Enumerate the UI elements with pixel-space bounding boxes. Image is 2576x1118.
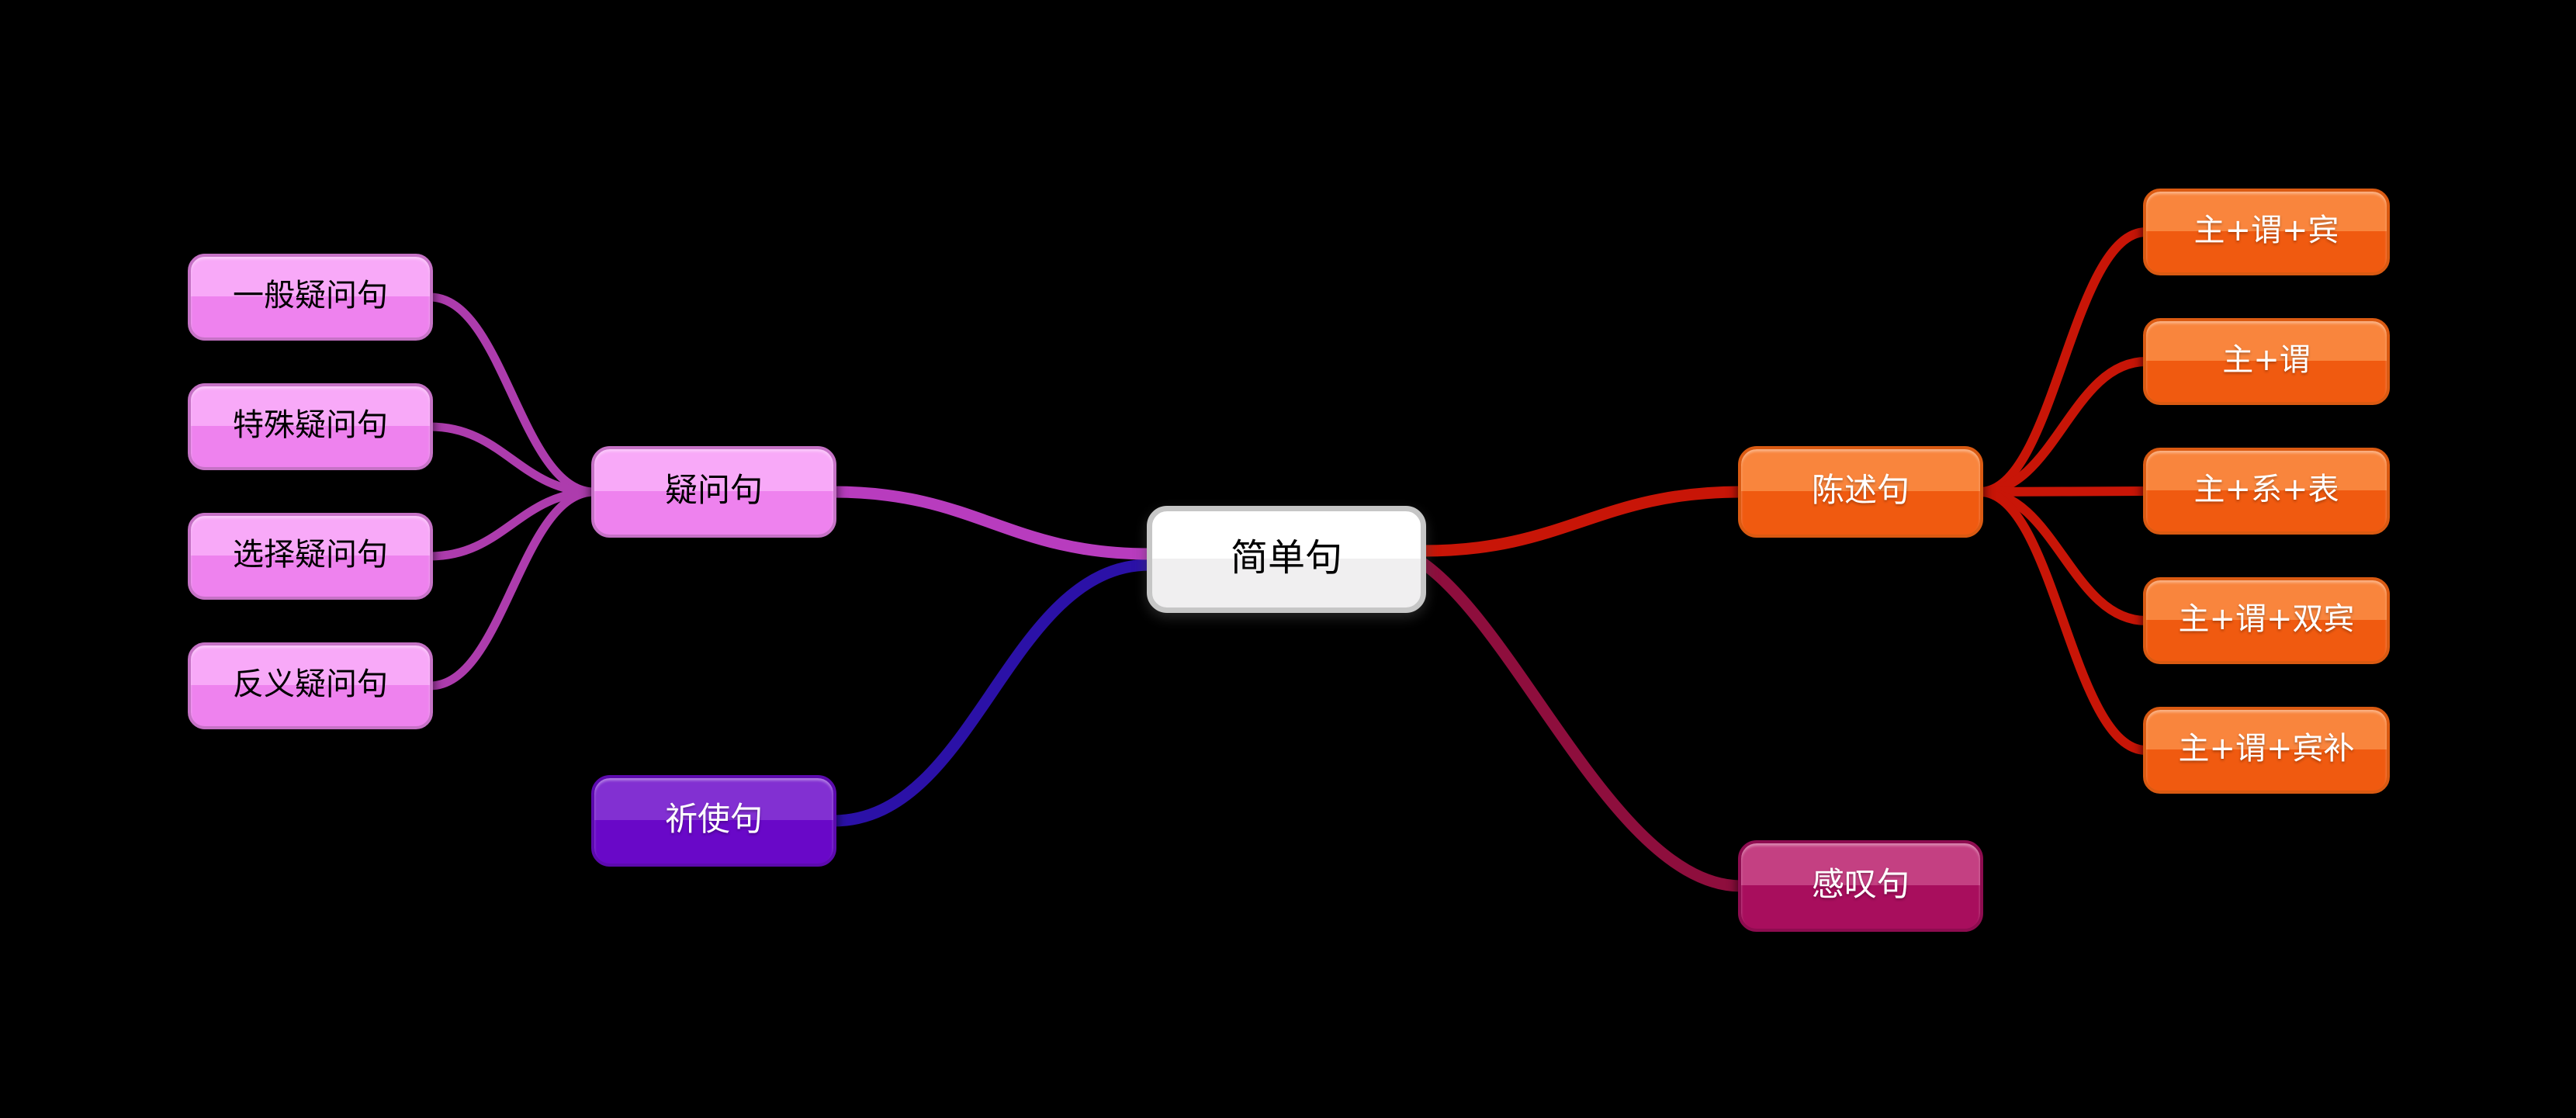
- mindmap-node-imperative[interactable]: 祈使句: [591, 775, 836, 867]
- node-label: 主+谓: [2222, 342, 2311, 378]
- edge-tag-question-to-interrogative: [425, 487, 599, 691]
- mindmap-node-alternative-question[interactable]: 选择疑问句: [188, 513, 433, 600]
- node-label: 陈述句: [1811, 471, 1909, 509]
- node-label: 主+谓+宾: [2193, 213, 2339, 248]
- mindmap-node-interrogative[interactable]: 疑问句: [591, 446, 836, 538]
- node-label: 一般疑问句: [233, 278, 388, 313]
- edge-declarative-to-s-v-oo: [1975, 487, 2151, 625]
- edge-special-question-to-interrogative: [425, 422, 599, 497]
- node-label: 疑问句: [664, 471, 763, 509]
- mindmap-node-declarative[interactable]: 陈述句: [1738, 446, 1983, 538]
- edge-general-question-to-interrogative: [425, 292, 599, 497]
- node-label: 主+系+表: [2193, 472, 2339, 507]
- node-label: 选择疑问句: [233, 537, 388, 573]
- edge-declarative-to-s-v-o: [1975, 227, 2151, 497]
- mindmap-node-tag-question[interactable]: 反义疑问句: [188, 642, 433, 729]
- node-label: 特殊疑问句: [233, 407, 388, 443]
- edge-imperative-to-root: [827, 559, 1156, 827]
- mindmap-node-s-v-o[interactable]: 主+谓+宾: [2143, 189, 2390, 275]
- node-label: 感叹句: [1811, 865, 1909, 903]
- mindmap-node-special-question[interactable]: 特殊疑问句: [188, 383, 433, 470]
- edge-root-to-exclamatory: [1417, 557, 1747, 892]
- edge-interrogative-to-root: [827, 486, 1156, 560]
- edge-declarative-to-s-link-p: [1975, 486, 2151, 497]
- edge-declarative-to-s-v-oc: [1975, 487, 2151, 755]
- edge-alternative-question-to-interrogative: [425, 487, 599, 561]
- node-label: 简单句: [1230, 536, 1342, 580]
- mindmap-node-s-v[interactable]: 主+谓: [2143, 318, 2390, 405]
- mindmap-node-exclamatory[interactable]: 感叹句: [1738, 840, 1983, 932]
- edge-root-to-declarative: [1417, 486, 1747, 557]
- mindmap-node-s-v-oo[interactable]: 主+谓+双宾: [2143, 577, 2390, 664]
- node-label: 反义疑问句: [233, 666, 388, 702]
- node-label: 主+谓+宾补: [2178, 731, 2355, 767]
- mindmap-node-s-link-p[interactable]: 主+系+表: [2143, 448, 2390, 535]
- edge-declarative-to-s-v: [1975, 357, 2151, 497]
- node-label: 主+谓+双宾: [2178, 601, 2355, 637]
- mindmap-node-s-v-oc[interactable]: 主+谓+宾补: [2143, 707, 2390, 794]
- mindmap-node-general-question[interactable]: 一般疑问句: [188, 254, 433, 341]
- mindmap-node-root[interactable]: 简单句: [1147, 506, 1426, 613]
- node-label: 祈使句: [664, 800, 763, 838]
